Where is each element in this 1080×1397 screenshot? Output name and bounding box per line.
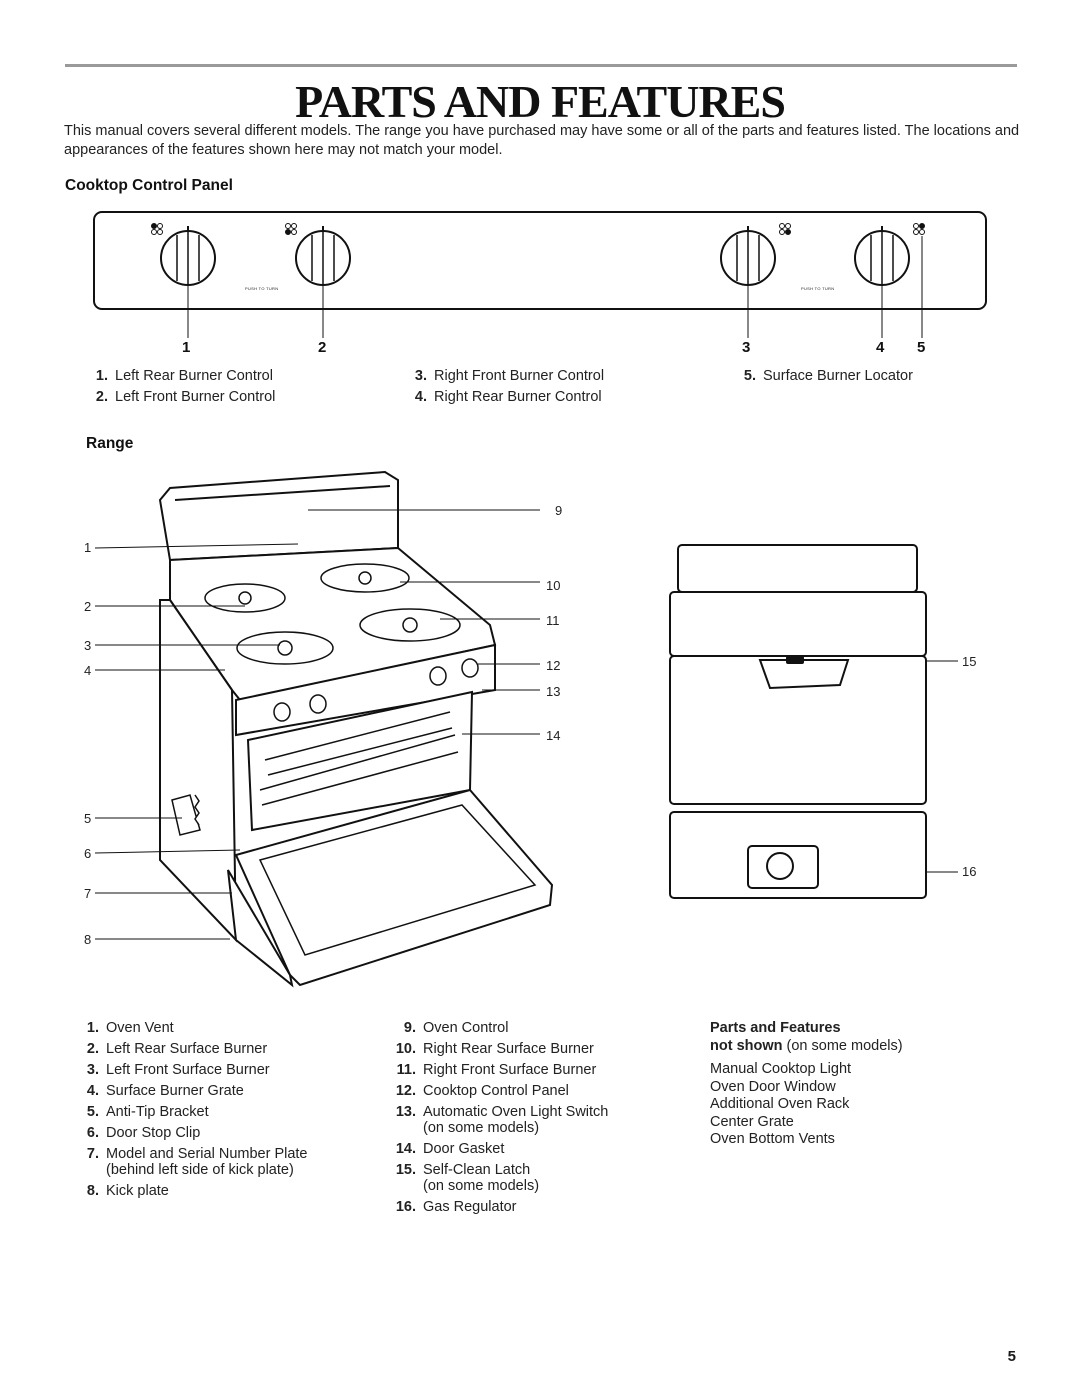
cooktop-callout-4: 4 — [876, 339, 885, 356]
page-title: PARTS AND FEATURES — [295, 76, 786, 127]
kick-plate — [227, 869, 294, 988]
right-front-burner-control-knob — [720, 226, 776, 286]
range-callout-16: 16 — [962, 864, 977, 879]
legend-item: 4.Surface Burner Grate — [86, 1083, 244, 1099]
range-callout-6: 6 — [84, 846, 92, 861]
not-shown-heading: Parts and Features — [710, 1020, 841, 1036]
range-front-view — [669, 544, 927, 899]
cooktop-callout-2: 2 — [318, 339, 327, 356]
legend-item: 16.Gas Regulator — [395, 1199, 517, 1215]
legend-item: 2.Left Rear Surface Burner — [86, 1041, 268, 1057]
not-shown-item: Oven Bottom Vents — [710, 1131, 835, 1147]
legend-item: 10.Right Rear Surface Burner — [395, 1041, 594, 1057]
legend-item: 2.Left Front Burner Control — [95, 389, 276, 405]
burner-grates — [204, 563, 461, 665]
legend-item: 1.Left Rear Burner Control — [95, 368, 273, 384]
top-rule — [65, 64, 1017, 67]
front-control-strip — [235, 643, 496, 737]
not-shown-item: Manual Cooktop Light — [710, 1061, 852, 1077]
legend-item: 15.Self-Clean Latch (on some models) — [395, 1162, 540, 1194]
range-side — [159, 599, 238, 943]
door-window — [258, 804, 537, 956]
intro-paragraph: This manual covers several different mod… — [64, 123, 1020, 158]
push-to-turn-label-left: PUSH TO TURN — [245, 286, 279, 291]
right-rear-burner-control-knob — [854, 226, 910, 286]
legend-item: 5.Anti-Tip Bracket — [86, 1104, 209, 1120]
range-heading: Range — [86, 435, 134, 452]
legend-item: 11.Right Front Surface Burner — [396, 1062, 597, 1078]
range-knobs — [273, 658, 479, 722]
cooktop-callout-5: 5 — [917, 339, 926, 356]
range-callout-13: 13 — [546, 684, 561, 699]
cooktop-legend-col3: 5.Surface Burner Locator — [734, 366, 913, 387]
control-panel-outline — [93, 211, 987, 310]
legend-item: 9.Oven Control — [403, 1020, 509, 1036]
range-callout-7: 7 — [84, 886, 92, 901]
range-callout-4: 4 — [84, 663, 92, 678]
legend-item: 6.Door Stop Clip — [86, 1125, 201, 1141]
burner-locator-icon — [151, 223, 925, 235]
range-callout-8: 8 — [84, 932, 92, 947]
cooktop-legend-col1: 1.Left Rear Burner Control 2.Left Front … — [86, 366, 275, 408]
legend-item: 5.Surface Burner Locator — [743, 368, 913, 384]
left-rear-burner-control-knob — [160, 226, 216, 286]
legend-item: 4.Right Rear Burner Control — [414, 389, 602, 405]
range-legend-col2: 9.Oven Control 10.Right Rear Surface Bur… — [386, 1018, 676, 1218]
legend-item: 12.Cooktop Control Panel — [395, 1083, 569, 1099]
legend-item: 3.Right Front Burner Control — [414, 368, 605, 384]
range-legend-col1: 1.Oven Vent 2.Left Rear Surface Burner 3… — [77, 1018, 367, 1202]
legend-item: 1.Oven Vent — [86, 1020, 174, 1036]
push-to-turn-label-right: PUSH TO TURN — [801, 286, 835, 291]
oven-racks — [259, 711, 459, 806]
cooktop-callout-1: 1 — [182, 339, 191, 356]
range-callout-12: 12 — [546, 658, 561, 673]
left-front-burner-control-knob — [295, 226, 351, 286]
range-callout-10: 10 — [546, 578, 561, 593]
front-backguard — [677, 544, 918, 593]
not-shown-item: Additional Oven Rack — [710, 1096, 850, 1112]
front-oven-door — [669, 655, 927, 805]
range-callout-3: 3 — [84, 638, 92, 653]
range-callout-14: 14 — [546, 728, 561, 743]
range-callout-2: 2 — [84, 599, 92, 614]
range-leader-lines — [94, 509, 958, 940]
cooktop-surface — [169, 546, 497, 702]
legend-item: 8.Kick plate — [86, 1183, 169, 1199]
legend-item: 14.Door Gasket — [395, 1141, 505, 1157]
gas-regulator — [747, 845, 819, 889]
range-callout-1: 1 — [84, 540, 92, 555]
legend-item: 13.Automatic Oven Light Switch (on some … — [395, 1104, 609, 1136]
backguard — [158, 470, 399, 562]
range-callout-11: 11 — [546, 613, 560, 628]
legend-item: 3.Left Front Surface Burner — [86, 1062, 270, 1078]
not-shown-item: Center Grate — [710, 1113, 794, 1130]
range-callout-9: 9 — [555, 503, 563, 518]
range-callout-5: 5 — [84, 811, 92, 826]
cooktop-callout-3: 3 — [742, 339, 751, 356]
front-cooktop-edge — [669, 591, 927, 657]
front-drawer — [669, 811, 927, 899]
not-shown-block: Parts and Features not shown (on some mo… — [710, 1020, 1010, 1149]
not-shown-item: Oven Door Window — [710, 1078, 836, 1095]
cooktop-heading: Cooktop Control Panel — [65, 177, 233, 194]
self-clean-latch — [758, 659, 850, 690]
page-number: 5 — [1007, 1348, 1016, 1365]
oven-door — [234, 788, 554, 987]
oven-cavity — [246, 690, 474, 832]
not-shown-subheading: not shown (on some models) — [710, 1037, 903, 1054]
range-callout-15: 15 — [962, 654, 977, 669]
legend-item: 7.Model and Serial Number Plate (behind … — [86, 1146, 308, 1178]
cooktop-legend-col2: 3.Right Front Burner Control 4.Right Rea… — [405, 366, 604, 408]
anti-tip-bracket — [171, 794, 201, 836]
